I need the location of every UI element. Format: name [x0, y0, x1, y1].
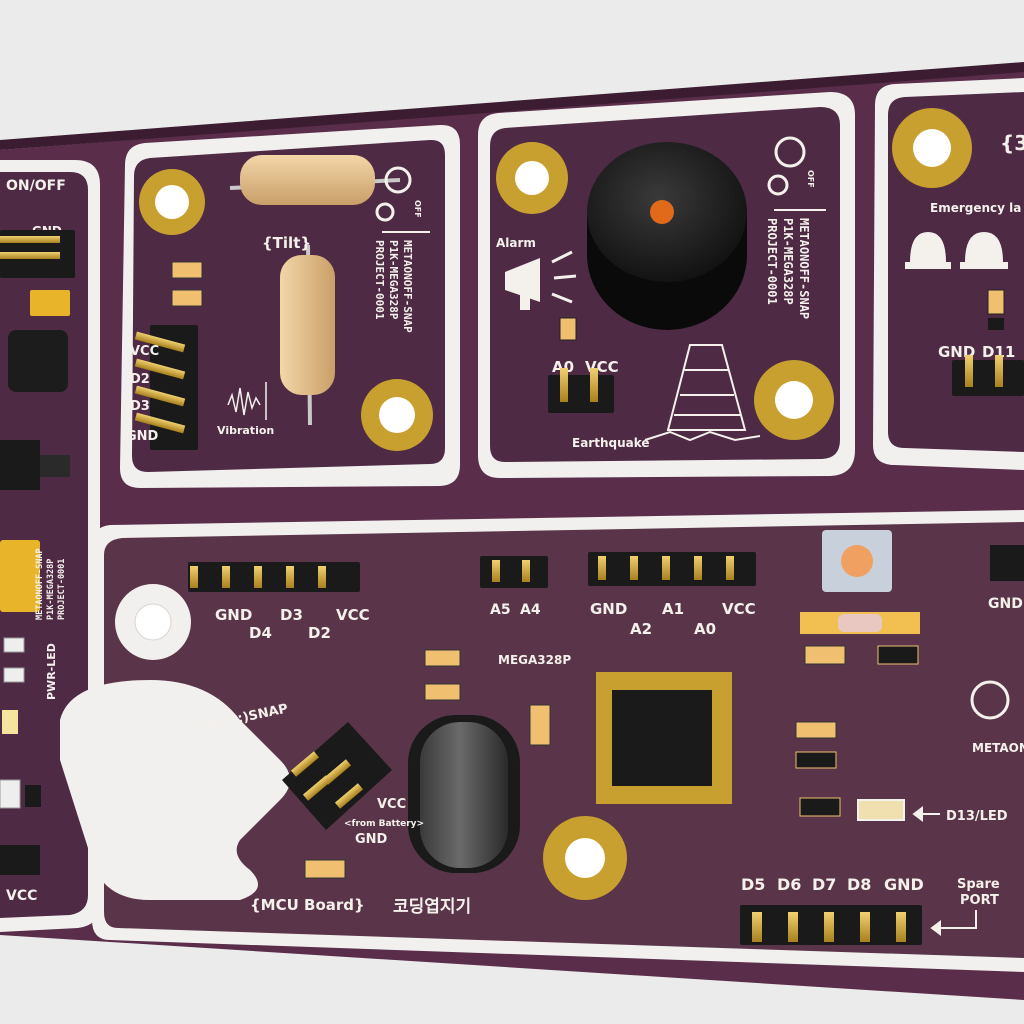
mcu-header-d4: D4 [249, 624, 272, 642]
mcu-analog-a0: A0 [694, 620, 716, 638]
spare-port-title-2: PORT [960, 893, 999, 908]
left-vcc-label: VCC [6, 888, 37, 904]
led-d13 [857, 799, 905, 821]
buzzer [587, 142, 747, 330]
metaonoff-logo-icon [375, 166, 412, 222]
spare-port-d8: D8 [847, 875, 871, 894]
mcu-header-vcc: VCC [336, 606, 370, 624]
tilt-pin-vcc: VCC [130, 344, 159, 359]
alarm-module: Alarm A0 VCC Earthquake OFF METAONOFF-SN… [478, 92, 855, 478]
right-edge-text: METAON [972, 741, 1024, 755]
right-edge-gnd: GND [988, 596, 1023, 612]
tantalum-capacitor-2 [0, 540, 40, 612]
spare-port-title-1: Spare [957, 877, 1000, 892]
battery-pin-header [282, 722, 392, 830]
mcu-header-d2: D2 [308, 624, 331, 642]
mcu-analog-vcc: VCC [722, 600, 756, 618]
mcu-header-a4: A4 [520, 602, 541, 618]
alarm-vertical-line-3: PROJECT-0001 [765, 218, 779, 305]
alarm-pin-header [548, 375, 614, 413]
mcu-analog-a2: A2 [630, 620, 652, 638]
light-pin-d11: D11 [982, 343, 1015, 361]
light-label: Emergency la [930, 201, 1021, 215]
arrow-left-icon [930, 910, 977, 936]
spare-port-d5: D5 [741, 875, 765, 894]
light-module: {3 Emergency la GND D11 [873, 78, 1024, 470]
arrow-left-icon [912, 806, 940, 822]
alarm-vertical-line-2: P1K-MEGA328P [781, 218, 795, 305]
mcu-analog-gnd: GND [590, 600, 627, 618]
spare-port-d7: D7 [812, 875, 836, 894]
battery-vcc-label: VCC [377, 797, 406, 812]
crystal-oscillator [408, 715, 520, 873]
metaonoff-logo-icon [767, 136, 806, 196]
board-name: {MCU Board} [250, 896, 365, 914]
spare-port-gnd: GND [884, 875, 924, 894]
resistor [240, 155, 375, 205]
tilt-pin-gnd: GND [126, 429, 159, 444]
tilt-pin-header [150, 325, 198, 450]
mcu-header-gnd: GND [215, 606, 252, 624]
inductor [8, 330, 68, 392]
tilt-vertical-line-2: P1K-MEGA328P [387, 240, 400, 320]
battery-note: <from Battery> [344, 819, 424, 829]
battery-gnd-label: GND [355, 832, 388, 847]
left-vertical-line-1: METAONOFF-SNAP [35, 548, 45, 620]
power-switch [0, 440, 40, 490]
reset-button[interactable] [822, 530, 892, 592]
tilt-sensor-label: Vibration [217, 424, 274, 437]
mcu-header-d3: D3 [280, 606, 303, 624]
waveform-icon [227, 382, 267, 420]
megaphone-icon [505, 250, 577, 310]
brand-text: 코딩엽지기 [393, 897, 471, 917]
mcu-header-a5: A5 [490, 602, 511, 618]
tilt-pin-d2: D2 [130, 372, 150, 387]
alarm-label: Alarm [496, 236, 536, 250]
light-pin-header [952, 360, 1024, 396]
earthquake-label: Earthquake [572, 436, 650, 450]
tilt-logo-text: OFF [413, 200, 422, 218]
light-led [987, 289, 1005, 315]
light-title: {3 [1000, 131, 1024, 155]
left-vertical-line-3: PROJECT-0001 [57, 559, 67, 620]
tilt-vertical-line-1: METAONOFF-SNAP [401, 240, 414, 333]
tilt-pin-d3: D3 [130, 399, 150, 414]
chip-label: MEGA328P [498, 653, 571, 667]
alarm-logo-text: OFF [806, 170, 815, 188]
tilt-vertical-line-3: PROJECT-0001 [373, 240, 386, 320]
analog-small-header [480, 556, 548, 588]
mcu-analog-a1: A1 [662, 600, 684, 618]
tilt-module: {Tilt} VCC D2 D3 GND Vibration OFF METAO… [120, 124, 460, 489]
tower-icon [644, 344, 761, 442]
alarm-pin-a0: A0 [552, 358, 574, 376]
tilt-title: {Tilt} [262, 234, 311, 252]
switch-label: ON/OFF [6, 178, 66, 194]
left-vertical-line-2: P1K-MEGA328P [46, 559, 56, 620]
tantalum-capacitor [30, 290, 70, 316]
mcu-board: PICKUP:)SNAP GND D4 D3 D2 VCC A5 A4 [60, 510, 1024, 972]
alarm-vertical-line-1: METAONOFF-SNAP [797, 218, 811, 319]
metaonoff-logo-icon [970, 680, 1010, 720]
mega328p-chip [596, 672, 732, 804]
vibration-sensor [280, 255, 335, 395]
led-label: D13/LED [946, 809, 1008, 824]
spare-port-d6: D6 [777, 875, 801, 894]
digital-pin-header [188, 562, 360, 592]
siren-icon [905, 232, 1008, 269]
pwr-led-label: PWR-LED [45, 643, 58, 700]
power-led [2, 710, 18, 734]
pickup-snap-shape [60, 680, 290, 900]
